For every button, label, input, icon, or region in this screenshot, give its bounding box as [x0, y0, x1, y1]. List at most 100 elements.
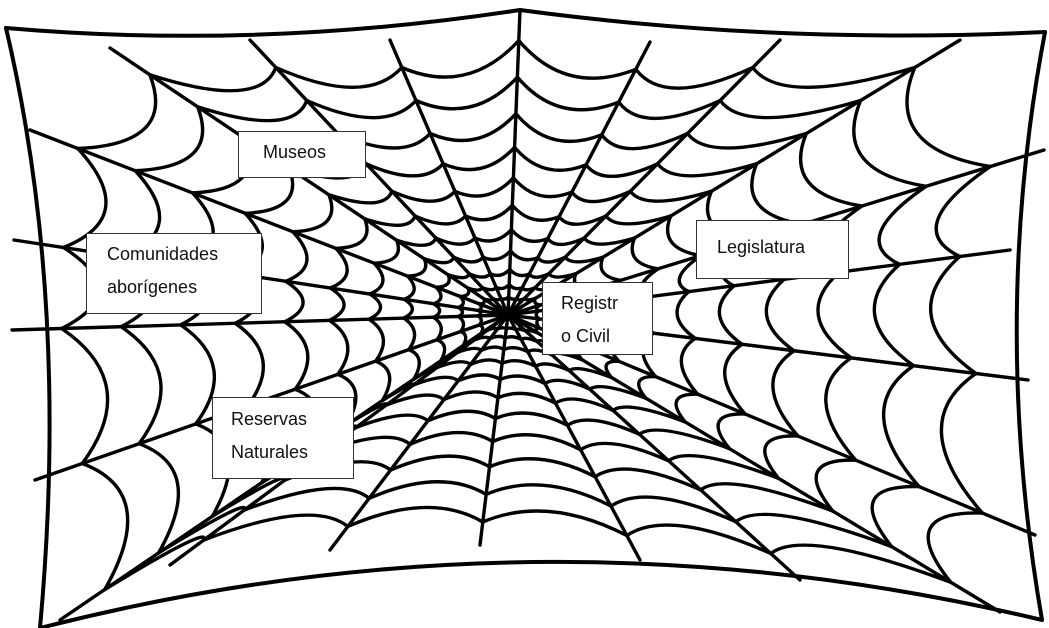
web-ring-thread [496, 285, 509, 289]
web-ring-thread [500, 376, 545, 384]
label-legislatura: Legislatura [696, 220, 849, 279]
web-ring-thread [483, 511, 627, 535]
web-ring-thread [907, 68, 990, 167]
web-ring-thread [434, 304, 440, 318]
web-ring-thread [611, 497, 736, 522]
web-ring-thread [424, 257, 453, 262]
web-ring-thread [482, 288, 496, 290]
web-ring-thread [486, 485, 611, 506]
web-frame [6, 10, 1045, 628]
web-ring-thread [511, 230, 547, 242]
web-ring-thread [370, 263, 383, 294]
web-ring-thread [475, 230, 511, 241]
web-ring-thread [135, 107, 202, 171]
web-ring-thread [818, 272, 851, 358]
web-ring-thread [874, 264, 913, 365]
web-ring-thread [139, 444, 178, 553]
web-ring-thread [478, 311, 481, 316]
web-ring-thread [498, 393, 556, 403]
web-ring-thread [62, 329, 108, 464]
label-reservas-naturales: Reservas Naturales [212, 397, 354, 479]
web-ring-thread [516, 114, 602, 142]
web-ring-thread [293, 195, 332, 232]
web-ring-thread [276, 68, 402, 88]
web-ring-thread [632, 238, 658, 269]
web-ring-thread [512, 205, 559, 220]
web-ring-thread [448, 274, 469, 278]
web-ring-thread [336, 219, 367, 249]
web-ring-thread [481, 347, 504, 350]
web-ring-thread [285, 322, 308, 390]
web-ring-thread [509, 285, 522, 289]
web-ring-thread [444, 392, 498, 400]
web-ring-thread [121, 327, 161, 444]
web-ring-thread [826, 358, 856, 460]
web-ring-thread [348, 507, 483, 526]
web-ring-thread [581, 443, 669, 460]
web-ring-thread [369, 482, 486, 499]
web-ring-thread [369, 294, 380, 319]
web-ring-thread [434, 287, 441, 304]
web-ring-thread [884, 366, 919, 487]
web-ring-thread [483, 251, 510, 260]
web-ring-thread [773, 351, 798, 436]
web-ring-thread [286, 232, 307, 281]
web-ring-thread [549, 274, 576, 277]
web-ring-thread [402, 41, 519, 78]
web-ring-thread [437, 340, 445, 361]
web-ring-thread [490, 336, 505, 338]
web-ring-thread [458, 375, 500, 381]
web-ring-thread [502, 361, 536, 367]
frame-top-thread [6, 10, 1045, 36]
web-ring-thread [941, 374, 982, 514]
web-ring-thread [376, 361, 390, 400]
web-ring-thread [854, 101, 926, 187]
web-ring-thread [404, 299, 413, 318]
label-registro-civil: Registr o Civil [542, 282, 653, 355]
web-ring-thread [466, 205, 513, 220]
web-ring-thread [428, 411, 496, 421]
label-comunidades-aborigenes: Comunidades aborígenes [86, 233, 262, 314]
web-ring-thread [82, 464, 127, 590]
web-ring-thread [330, 248, 347, 288]
web-ring-thread [461, 332, 466, 346]
web-ring-thread [627, 525, 771, 553]
web-ring-thread [752, 164, 803, 225]
web-ring-thread [504, 348, 528, 352]
web-ring-thread [458, 317, 463, 332]
web-rings [62, 41, 991, 590]
web-ring-thread [369, 319, 383, 361]
web-ring-thread [490, 269, 510, 275]
web-ring-thread [753, 68, 915, 88]
web-ring-thread [493, 435, 581, 450]
web-ring-thread [677, 292, 695, 339]
frame-bottom-thread [40, 562, 1042, 628]
web-ring-thread [443, 147, 514, 169]
web-ring-thread [105, 537, 204, 589]
web-ring-thread [307, 101, 416, 118]
web-ring-thread [455, 178, 514, 196]
web-ring-thread [505, 337, 521, 340]
web-ring-thread [409, 350, 420, 380]
web-ring-thread [430, 114, 516, 141]
web-ring-thread [725, 344, 745, 414]
web-ring-thread [511, 251, 538, 260]
web-ring-thread [416, 77, 517, 109]
web-ring-thread [519, 41, 636, 79]
web-ring-thread [436, 275, 449, 287]
web-ring-thread [469, 274, 490, 277]
web-spokes [12, 10, 1044, 620]
web-ring-thread [285, 281, 303, 322]
web-ring-thread [434, 317, 442, 340]
web-ring-thread [490, 459, 596, 477]
web-ring-thread [595, 469, 701, 490]
web-ring-thread [515, 147, 587, 170]
web-ring-thread [78, 75, 156, 149]
web-ring-thread [513, 178, 572, 197]
web-ring-thread [204, 515, 348, 540]
web-ring-thread [601, 257, 621, 280]
web-ring-thread [468, 288, 482, 291]
web-ring-thread [522, 288, 535, 290]
web-ring-thread [244, 488, 369, 510]
web-ring-thread [329, 320, 347, 374]
